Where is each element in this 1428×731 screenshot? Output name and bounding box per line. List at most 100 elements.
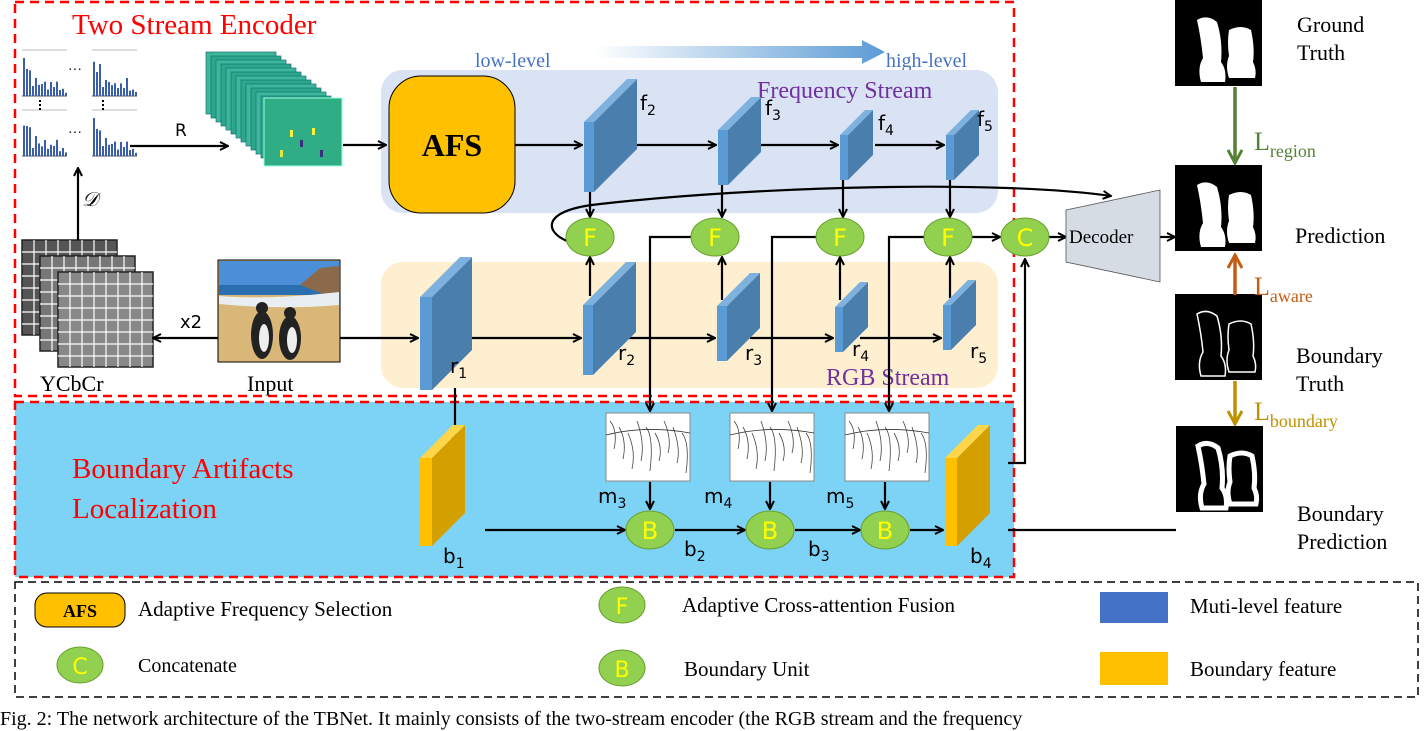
- afs-label: AFS: [422, 127, 482, 163]
- input-label: Input: [247, 371, 293, 396]
- feature-label-f5: f5: [977, 107, 993, 135]
- localization-title-2: Localization: [72, 493, 217, 525]
- legend: AFS Adaptive Frequency Selection C Conca…: [14, 581, 1419, 698]
- feature-blocks: [420, 79, 990, 546]
- high-level-label: high-level: [886, 50, 968, 72]
- feature-label-r5: r5: [970, 339, 987, 367]
- histogram-4: [92, 109, 137, 157]
- prediction-mask: [1175, 165, 1262, 251]
- rgb-stream-label: RGB Stream: [826, 365, 950, 391]
- nodes: F F F F C B B B: [565, 217, 1050, 550]
- localization-title-1: Boundary Artifacts: [72, 453, 293, 485]
- concat-node-label: C: [1017, 224, 1034, 252]
- feature-label-f2: f2: [640, 91, 656, 119]
- feature-label-b2: b2: [684, 537, 706, 565]
- feature-label-m3: m3: [598, 484, 626, 512]
- boundary-unit-node-2-label: B: [762, 517, 778, 545]
- reshape-op-label: R: [175, 121, 187, 141]
- feature-label-r1: r1: [450, 354, 467, 382]
- block-f2: [584, 79, 637, 192]
- feature-label-b1: b1: [443, 544, 465, 572]
- boundary-prediction-mask: [1176, 426, 1263, 512]
- boundary-unit-node-1: B: [625, 510, 675, 550]
- frequency-stream-label: Frequency Stream: [757, 78, 933, 104]
- block-r4: [835, 282, 868, 352]
- aware-loss-label: Laware: [1254, 272, 1313, 306]
- level-gradient-arrow: [595, 40, 885, 64]
- fusion-node-4: F: [923, 217, 973, 257]
- feature-labels: f2 f3 f4 f5 r1 r2 r3 r4 r5 m3 m4 m5 b1 b…: [443, 91, 993, 572]
- block-r3: [717, 273, 760, 361]
- decoder-label: Decoder: [1069, 227, 1134, 248]
- legend-multi-level-text: Muti-level feature: [1190, 594, 1342, 618]
- fusion-node-3-label: F: [833, 224, 847, 252]
- encoder-region: [13, 0, 1016, 398]
- fusion-node-1-label: F: [583, 224, 597, 252]
- legend-border: [14, 581, 1419, 698]
- dct-op-label: 𝒟: [82, 189, 102, 211]
- ground-truth-label-1: Ground: [1297, 12, 1364, 37]
- svg-text:…: …: [68, 59, 82, 74]
- fusion-node-3: F: [815, 217, 865, 257]
- legend-afs-swatch: [34, 592, 126, 628]
- region-loss-label: Lregion: [1254, 127, 1316, 161]
- block-f3: [718, 97, 761, 185]
- legend-boundary-feature-text: Boundary feature: [1190, 657, 1336, 681]
- edge-map-3: [605, 412, 691, 482]
- output-labels: Ground Truth Prediction Boundary Truth B…: [1295, 12, 1387, 554]
- boundary-unit-node-1-label: B: [642, 517, 658, 545]
- block-b4: [945, 425, 990, 546]
- ycbcr-blocks: [21, 239, 154, 368]
- histogram-2: [92, 49, 137, 97]
- boundary-truth-mask: [1175, 294, 1262, 380]
- output-masks: [1175, 0, 1263, 512]
- legend-boundary-feature-swatch: [1100, 652, 1168, 685]
- histogram-1: [22, 49, 67, 97]
- boundary-truth-label-1: Boundary: [1296, 343, 1383, 368]
- fusion-node-1: F: [565, 217, 615, 257]
- low-level-label: low-level: [475, 50, 551, 72]
- edge-map-4: [729, 412, 815, 482]
- downsample-op-label: x2: [180, 312, 202, 333]
- block-r1: [420, 257, 472, 390]
- block-r5: [943, 280, 976, 350]
- legend-afs-text: Adaptive Frequency Selection: [138, 597, 393, 621]
- feature-label-b3: b3: [808, 537, 830, 565]
- feature-label-m5: m5: [826, 484, 854, 512]
- legend-boundary-unit-swatch-label: B: [614, 658, 629, 683]
- boundary-unit-node-3: B: [860, 510, 910, 550]
- histogram-3: [22, 109, 67, 157]
- feature-label-m4: m4: [704, 484, 732, 512]
- legend-concat-text: Concatenate: [138, 655, 237, 677]
- feature-label-f4: f4: [878, 111, 894, 139]
- frequency-feature-stack: [205, 51, 343, 167]
- legend-concat-swatch: [56, 646, 104, 684]
- legend-multi-level-swatch: [1100, 592, 1168, 623]
- rgb-stream-panel: [381, 262, 998, 388]
- feature-label-r2: r2: [618, 341, 635, 369]
- input-image: [217, 259, 341, 363]
- ycbcr-channel-3: [57, 271, 154, 368]
- legend-boundary-unit-text: Boundary Unit: [684, 657, 810, 681]
- edge-maps: [605, 412, 930, 482]
- feature-label-r3: r3: [745, 341, 762, 369]
- block-f5: [946, 110, 979, 180]
- concat-node: C: [1000, 217, 1050, 257]
- feature-label-f3: f3: [765, 96, 781, 124]
- fusion-node-2: F: [690, 217, 740, 257]
- prediction-label: Prediction: [1295, 223, 1385, 248]
- ycbcr-label: YCbCr: [40, 371, 104, 396]
- dct-histograms: ……: [22, 49, 137, 157]
- feature-label-b4: b4: [970, 544, 992, 572]
- block-b1: [420, 425, 465, 546]
- legend-fusion-text: Adaptive Cross-attention Fusion: [682, 593, 955, 617]
- ground-truth-label-2: Truth: [1297, 40, 1345, 65]
- boundary-unit-node-2: B: [745, 510, 795, 550]
- feature-label-r4: r4: [852, 337, 869, 365]
- encoder-title: Two Stream Encoder: [72, 9, 317, 41]
- boundary-truth-label-2: Truth: [1296, 371, 1344, 396]
- ground-truth-mask: [1175, 0, 1262, 86]
- boundary-loss-label: Lboundary: [1254, 397, 1338, 431]
- legend-afs-swatch-label: AFS: [63, 601, 97, 621]
- decoder: [1065, 189, 1161, 283]
